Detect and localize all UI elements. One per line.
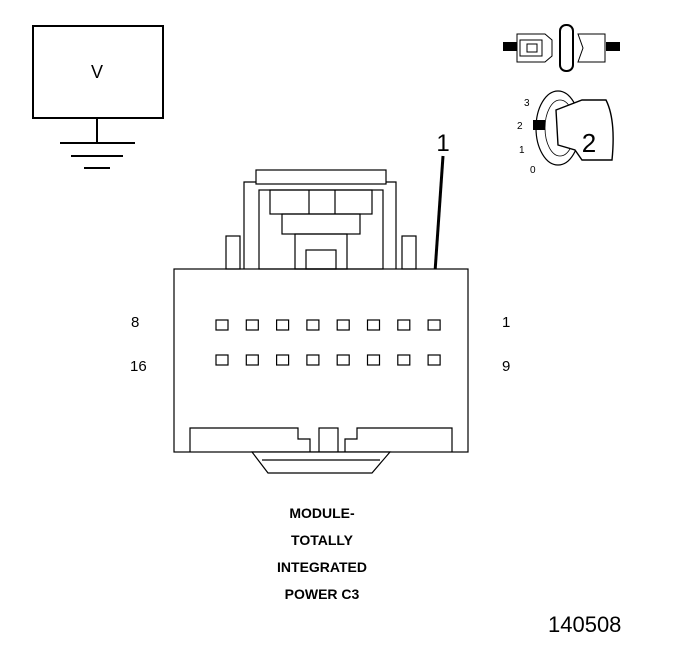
pin-label-1: 1 (502, 314, 511, 331)
pin-row-top (215, 319, 441, 331)
ignition-key-icon: 2 3 2 1 0 (517, 90, 614, 176)
figure-number: 140508 (548, 612, 622, 637)
key-pos-3: 3 (524, 98, 530, 109)
pin-cavity-12 (336, 354, 350, 366)
connector-face (173, 169, 469, 474)
pin-cavity-1 (427, 319, 441, 331)
voltmeter-symbol: V (32, 25, 164, 169)
pin-cavity-4 (336, 319, 350, 331)
ground-icon (60, 142, 135, 169)
key-pos-1: 1 (519, 145, 525, 156)
voltmeter-label: V (91, 62, 103, 82)
pin-cavity-15 (245, 354, 259, 366)
connector-caption: MODULE- TOTALLY INTEGRATED POWER C3 (200, 500, 444, 608)
pin-cavity-7 (245, 319, 259, 331)
pin-row-bottom (215, 354, 441, 366)
caption-line-4: POWER C3 (284, 586, 360, 602)
pin-cavity-11 (366, 354, 381, 366)
key-pos-0: 0 (530, 165, 536, 176)
pin-cavity-13 (306, 354, 320, 366)
pin-cavity-9 (427, 354, 441, 366)
pin-cavity-14 (276, 354, 290, 366)
pin-label-16: 16 (130, 358, 147, 375)
pin-cavity-3 (366, 319, 381, 331)
pin-cavity-6 (276, 319, 290, 331)
pin-cavity-16 (215, 354, 229, 366)
key-position-number: 2 (582, 128, 596, 158)
caption-line-3: INTEGRATED (277, 559, 367, 575)
pin-label-8: 8 (131, 314, 140, 331)
pin-cavity-5 (306, 319, 320, 331)
callout-number: 1 (436, 130, 449, 157)
caption-line-2: TOTALLY (291, 532, 353, 548)
pin-label-9: 9 (502, 358, 511, 375)
pin-cavity-2 (397, 319, 411, 331)
pin-cavity-8 (215, 319, 229, 331)
pin-cavity-10 (397, 354, 411, 366)
key-pos-2: 2 (517, 121, 523, 132)
disconnect-connector-icon (503, 24, 620, 72)
caption-line-1: MODULE- (289, 505, 355, 521)
